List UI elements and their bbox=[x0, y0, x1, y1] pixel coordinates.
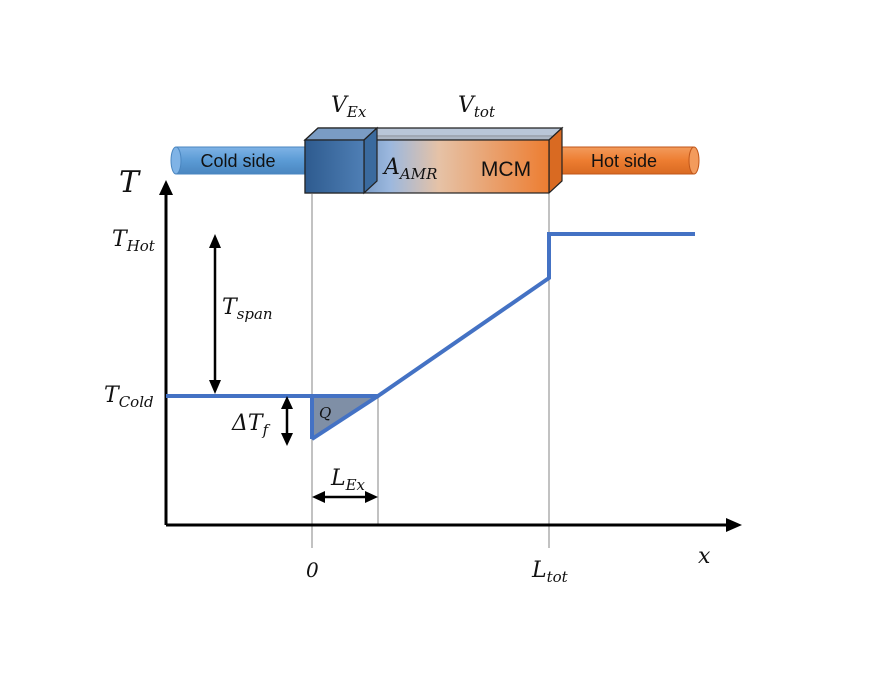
regenerator-box: MCM AAMR bbox=[303, 126, 564, 195]
l-ex-sub: Ex bbox=[345, 476, 366, 494]
l-ex-arrow bbox=[312, 491, 378, 503]
l-ex-main: L bbox=[330, 466, 346, 491]
t-cold-main: T bbox=[104, 383, 121, 408]
t-span-sub: span bbox=[237, 305, 273, 323]
t-hot-label: THot bbox=[112, 227, 156, 255]
a-amr-main: A bbox=[382, 155, 400, 180]
delta-tf-main: ΔT bbox=[231, 411, 265, 436]
v-tot-sub: tot bbox=[474, 103, 496, 121]
x-axis-label: x bbox=[698, 544, 711, 569]
l-ex-label: LEx bbox=[330, 466, 366, 494]
t-span-arrow bbox=[209, 234, 221, 394]
v-tot-main: V bbox=[458, 93, 476, 118]
recovery-segment bbox=[310, 394, 380, 441]
l-tot-main: L bbox=[531, 558, 547, 583]
v-ex-label: VEx bbox=[331, 93, 367, 121]
cold-side-label: Cold side bbox=[200, 151, 275, 171]
heat-exchanger-section bbox=[303, 126, 379, 195]
x-axis bbox=[166, 518, 742, 532]
t-axis bbox=[159, 180, 173, 525]
v-ex-sub: Ex bbox=[346, 103, 367, 121]
l-tot-sub: tot bbox=[547, 568, 569, 586]
a-amr-sub: AMR bbox=[398, 165, 438, 183]
q-label: Q bbox=[319, 404, 331, 422]
mcm-label: MCM bbox=[481, 158, 531, 181]
zero-label: 0 bbox=[306, 558, 319, 582]
a-amr-label: AAMR bbox=[382, 155, 437, 183]
t-hot-main: T bbox=[112, 227, 129, 252]
delta-tf-label: ΔTf bbox=[231, 411, 271, 439]
hot-side-pipe: Hot side bbox=[555, 146, 700, 175]
temperature-profile-line bbox=[166, 232, 695, 398]
t-hot-sub: Hot bbox=[126, 237, 156, 255]
t-cold-sub: Cold bbox=[119, 393, 154, 411]
v-tot-label: Vtot bbox=[458, 93, 496, 121]
hot-side-label: Hot side bbox=[591, 151, 657, 171]
v-ex-main: V bbox=[331, 93, 349, 118]
delta-tf-sub: f bbox=[262, 421, 271, 439]
t-span-main: T bbox=[222, 295, 239, 320]
t-span-label: Tspan bbox=[222, 295, 273, 323]
l-tot-label: Ltot bbox=[531, 558, 569, 586]
delta-tf-arrow bbox=[281, 396, 293, 446]
cold-side-pipe: Cold side bbox=[170, 146, 307, 175]
t-cold-label: TCold bbox=[104, 383, 154, 411]
t-axis-label: T bbox=[119, 165, 141, 200]
